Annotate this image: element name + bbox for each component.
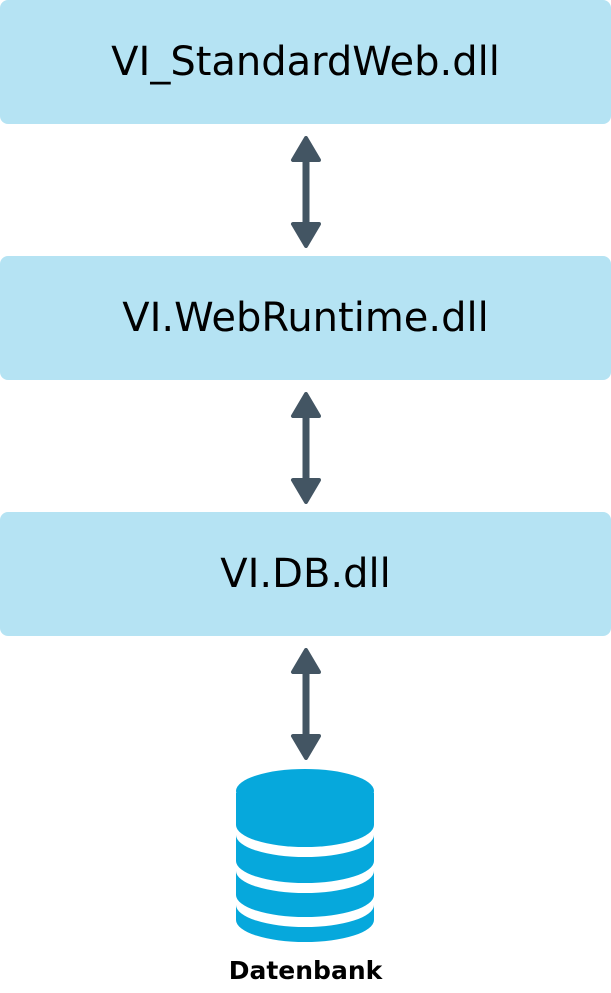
bidirectional-arrow-icon <box>291 648 321 760</box>
layer-box-standardweb: VI_StandardWeb.dll <box>0 0 611 124</box>
bidirectional-arrow-icon <box>291 392 321 504</box>
layer-box-webruntime: VI.WebRuntime.dll <box>0 256 611 380</box>
layer-box-db: VI.DB.dll <box>0 512 611 636</box>
layer-label-webruntime: VI.WebRuntime.dll <box>122 295 489 341</box>
layer-label-db: VI.DB.dll <box>220 551 391 597</box>
bidirectional-arrow-icon <box>291 136 321 248</box>
layer-label-standardweb: VI_StandardWeb.dll <box>111 39 500 85</box>
database-icon <box>236 769 374 942</box>
database-label: Datenbank <box>228 956 383 985</box>
